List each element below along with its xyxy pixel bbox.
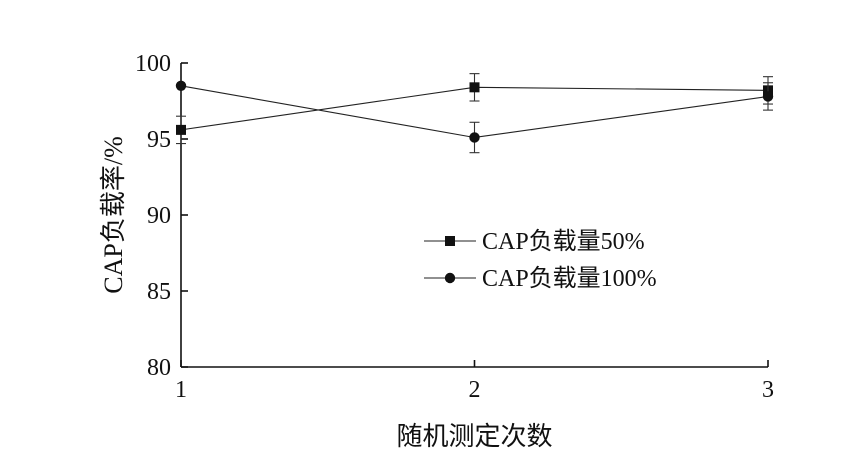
x-tick-label: 1 [175,377,187,403]
data-point [175,80,187,92]
data-point [762,91,774,102]
y-axis-title: CAP负载率/% [99,136,128,293]
y-tick-label: 80 [147,355,171,381]
legend-marker [444,272,456,284]
legend-item: CAP负载量100% [424,265,657,292]
series-1 [175,80,774,154]
x-tick-label: 2 [469,377,481,403]
x-tick-label: 3 [762,377,774,403]
y-tick-label: 90 [147,203,171,229]
series-layer [175,73,774,154]
legend: CAP负载量50% CAP负载量100% [424,228,657,292]
legend-label: CAP负载量50% [482,228,645,255]
y-tick-label: 95 [147,127,171,153]
ticks: 80 85 90 95 100 1 2 3 [135,51,774,403]
data-point [176,124,186,135]
x-axis-title: 随机测定次数 [396,422,552,451]
data-point [469,82,480,93]
legend-label: CAP负载量100% [482,265,657,292]
y-tick-label: 100 [135,51,171,77]
data-point [469,132,480,143]
legend-marker [445,236,455,246]
y-tick-label: 85 [147,279,171,305]
legend-item: CAP负载量50% [424,228,645,255]
